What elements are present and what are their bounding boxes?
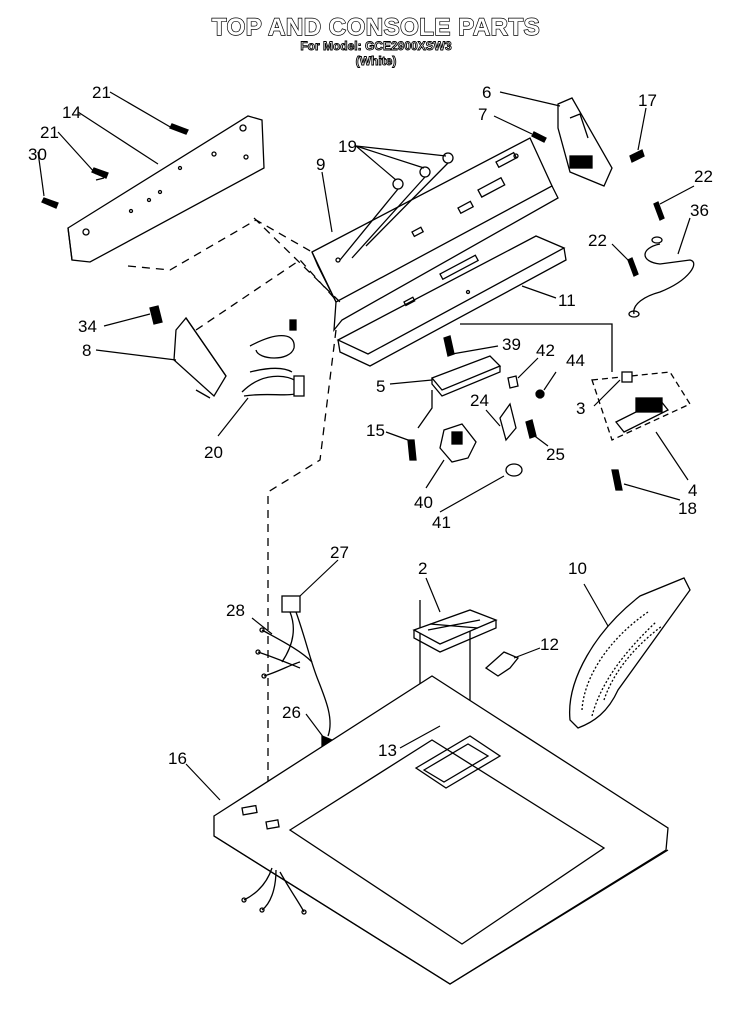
console-9: [311, 137, 559, 333]
callout-20: 20: [204, 443, 223, 462]
screw-21-top: [169, 123, 189, 135]
callout-9: 9: [316, 155, 325, 174]
callout-17: 17: [638, 91, 657, 110]
latch-12: [484, 651, 520, 677]
switch-assembly-4: [591, 371, 691, 491]
callout-44: 44: [566, 351, 585, 370]
dryer-top-16: [213, 675, 669, 985]
screw-30: [41, 197, 59, 209]
lint-door-2: [412, 609, 498, 653]
callout-19: 19: [338, 137, 357, 156]
callout-42: 42: [536, 341, 555, 360]
page-title: TOP AND CONSOLE PARTS: [211, 13, 541, 41]
harness-20: [241, 319, 305, 397]
callout-18: 18: [678, 499, 697, 518]
callout-21-top: 21: [92, 83, 111, 102]
console-lamps: [339, 152, 454, 261]
clip-34: [149, 305, 163, 325]
screw-39: [443, 335, 455, 357]
callout-22-lower: 22: [588, 231, 607, 250]
callout-13: 13: [378, 741, 397, 760]
callout-22-upper: 22: [694, 167, 713, 186]
knob-41: [505, 463, 523, 477]
callout-6: 6: [482, 83, 491, 102]
callout-arrows: [37, 91, 695, 801]
callout-40: 40: [414, 493, 433, 512]
callout-25: 25: [546, 445, 565, 464]
callout-labels: 21 14 21 30 19 9 6 7 17 22 36 22 11 34 8…: [28, 83, 713, 768]
assembly-leader-lines: [127, 217, 341, 800]
rear-panel: [67, 115, 265, 263]
callout-3: 3: [576, 399, 585, 418]
screw-21-left: [91, 167, 109, 179]
switch-42: [507, 375, 519, 389]
callout-21-left: 21: [40, 123, 59, 142]
callout-14: 14: [62, 103, 81, 122]
callout-41: 41: [432, 513, 451, 532]
end-cap-6: [557, 97, 613, 187]
callout-11: 11: [558, 291, 576, 310]
callout-5: 5: [376, 377, 385, 396]
callout-24: 24: [470, 391, 489, 410]
callout-10: 10: [568, 559, 587, 578]
washer-22: [651, 236, 663, 244]
callout-26: 26: [282, 703, 301, 722]
bracket-5: [430, 355, 502, 397]
callout-4: 4: [688, 481, 697, 500]
power-wires: [241, 867, 307, 915]
callout-8: 8: [82, 341, 91, 360]
model-number: For Model: GCE2900XSW3: [300, 39, 452, 54]
callout-36: 36: [690, 201, 709, 220]
callout-27: 27: [330, 543, 349, 562]
callout-39: 39: [502, 335, 521, 354]
callout-15: 15: [366, 421, 385, 440]
callout-12: 12: [540, 635, 559, 654]
callout-28: 28: [226, 601, 245, 620]
screw-22-upper: [653, 201, 665, 221]
callout-16: 16: [168, 749, 187, 768]
console-rail-11: [336, 235, 567, 367]
callout-7: 7: [478, 105, 487, 124]
switch-40: [439, 423, 477, 463]
ground-wire-36: [633, 243, 695, 315]
screw-15: [407, 439, 417, 461]
harness-27-28: [255, 595, 333, 759]
nut-44: [535, 389, 545, 399]
end-cap-8: [173, 316, 227, 399]
model-color: (White): [355, 54, 397, 69]
screw-25: [525, 419, 537, 439]
bracket-24: [499, 402, 517, 442]
lint-screen-10: [569, 577, 691, 729]
callout-30: 30: [28, 145, 47, 164]
screw-7: [531, 131, 547, 143]
callout-2: 2: [418, 559, 427, 578]
screw-17: [629, 149, 645, 163]
screw-22-lower: [627, 257, 639, 277]
callout-34: 34: [78, 317, 97, 336]
